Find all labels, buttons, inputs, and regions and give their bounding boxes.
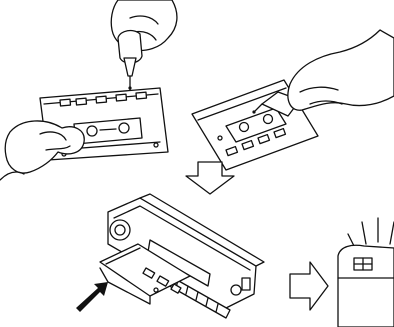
cassette-with-hand-dropper-icon <box>0 0 177 180</box>
car-stereo-cassette-insert-icon <box>100 194 264 318</box>
hollow-right-arrow-icon <box>290 262 328 310</box>
solid-push-arrow-icon <box>76 282 108 312</box>
display-light-rays-icon <box>338 218 394 327</box>
cassette-tilted-dropper-icon <box>192 30 394 170</box>
